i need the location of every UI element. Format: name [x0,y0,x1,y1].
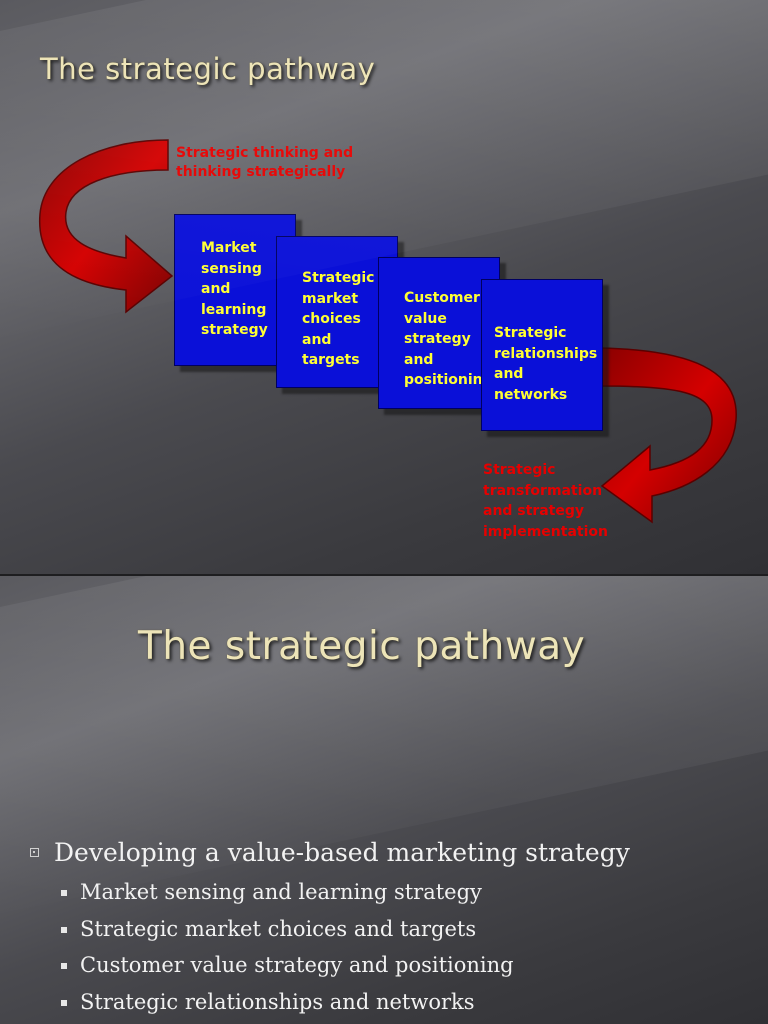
sub-bullet: Market sensing and learning strategy [30,874,750,911]
square-bullet-icon [61,999,67,1006]
label-strategic-thinking: Strategic thinking and thinking strategi… [176,145,354,180]
slide-title: The strategic pathway [138,624,586,669]
square-bullet-icon [61,890,67,896]
slide-divider [0,574,768,576]
bullet-marker-icon [30,848,39,857]
step-box-customer-value: Customer value strategy and positioning [378,257,500,409]
sub-bullet: Strategic market choices and targets [30,911,750,948]
bullet-list: Developing a value-based marketing strat… [30,836,750,1020]
main-bullet: Developing a value-based marketing strat… [30,836,750,870]
label-strategic-transformation: Strategic transformation and strategy im… [483,462,608,540]
sub-bullet: Customer value strategy and positioning [30,947,750,984]
slide-diagram: The strategic pathway Strategic thinking… [0,0,768,574]
sub-bullet: Strategic relationships and networks [30,984,750,1021]
slide-title: The strategic pathway [40,52,376,86]
curved-arrow-top [38,139,174,314]
pathway-diagram [38,139,737,524]
slide-bullets: The strategic pathway Developing a value… [0,576,768,1024]
square-bullet-icon [61,926,67,933]
step-box-relationships: Strategic relationships and networks [481,279,603,431]
square-bullet-icon [61,963,67,969]
curved-arrow-bottom [599,347,737,524]
sub-bullet-list: Market sensing and learning strategy Str… [30,874,750,1020]
